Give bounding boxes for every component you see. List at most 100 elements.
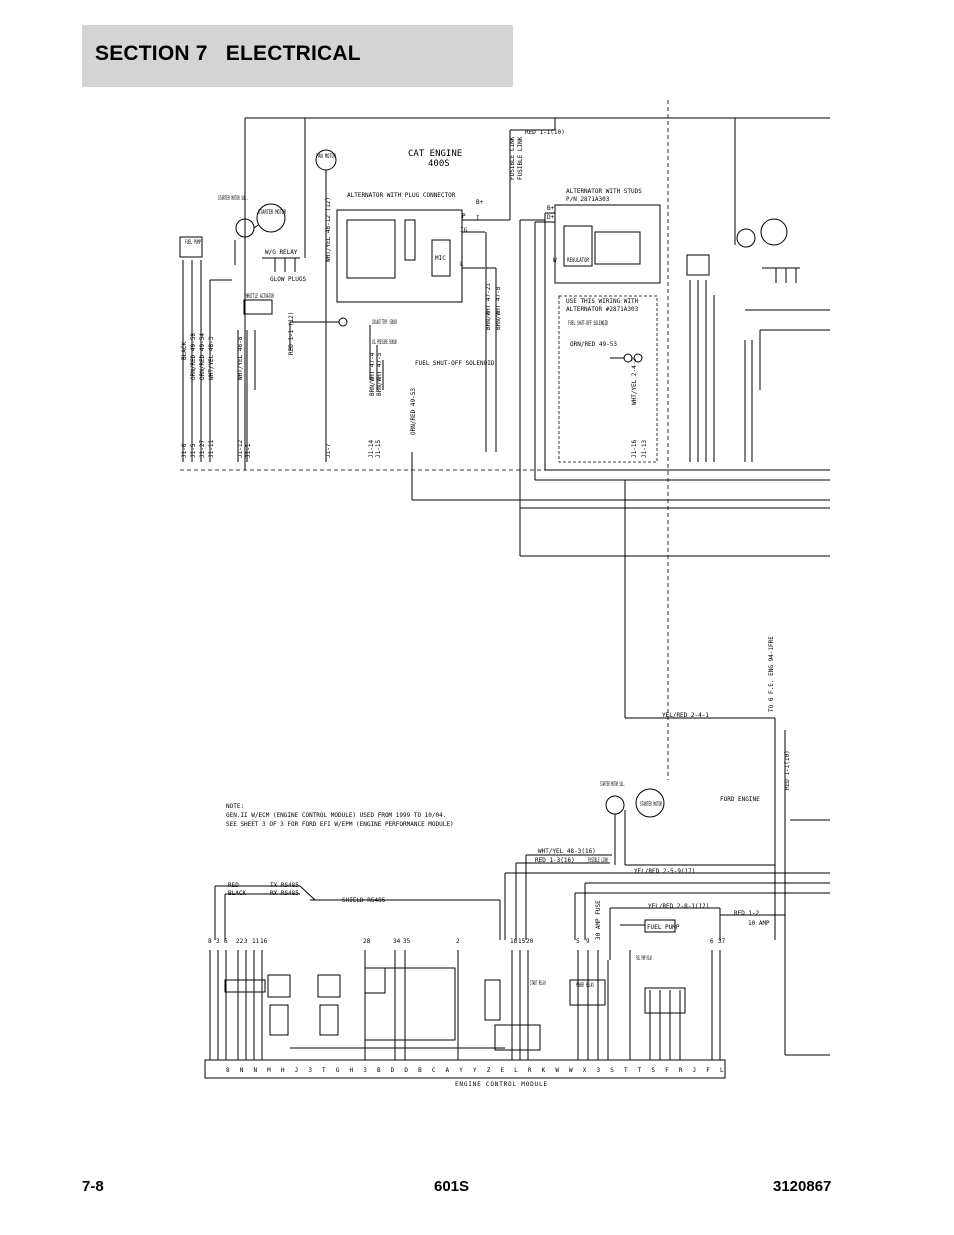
yel-red-17-label: YEL/RED 2-5-9(17) <box>634 868 695 875</box>
wire-brn-wht-47-5: BRN/WHT 47-5 <box>376 352 383 396</box>
regulator-label: REGULATOR <box>567 257 589 264</box>
ecm-bottom-pin: Y <box>459 1067 463 1074</box>
ecm-top-pin: 9 <box>586 938 590 945</box>
ecm-bottom-pin: C <box>432 1067 436 1074</box>
ecm-top-pin: 35 <box>403 938 411 945</box>
terminal-b-plus-studs: B+ <box>547 205 555 212</box>
efi-label: TO 6 F.E. ENG 94-1FRE <box>768 636 775 712</box>
oil-pressure-sensor-label: OIL PRESSURE SENSOR <box>372 339 397 346</box>
conn-j1-14: J1-14 <box>368 440 375 458</box>
ecm-bottom-pin: 8 <box>226 1067 230 1074</box>
ecm-bottom-pin: X <box>583 1067 587 1074</box>
alternator-plug-label: ALTERNATOR WITH PLUG CONNECTOR <box>347 192 456 199</box>
starter-motor-label: STARTER MOTOR <box>258 209 286 216</box>
ford-fuel-pump-label: FUEL PUMP <box>647 924 680 931</box>
ecm-bottom-pin: N <box>240 1067 244 1074</box>
page-number: 7-8 <box>82 1178 104 1195</box>
wire-black-label: BLACK <box>181 342 188 360</box>
ecm-bottom-pin: T <box>624 1067 628 1074</box>
ford-starter-sol-label: STARTER MOTOR SOL. <box>600 781 625 788</box>
start-relay-label: START RELAY <box>530 980 546 987</box>
yel-red-wire-label: YEL/RED 2-4-1 <box>662 712 709 719</box>
conn-j1-1: J1-1 <box>245 443 252 458</box>
section-header: SECTION 7 ELECTRICAL <box>82 25 513 87</box>
ecm-bottom-pin: W <box>569 1067 573 1074</box>
wire-orn-red-49-54: ORN/RED 49-54 <box>199 333 206 380</box>
ecm-top-pin: 2 <box>456 938 460 945</box>
glow-plugs-label: GLOW PLUGS <box>270 276 307 283</box>
rx-rs485-label: RX RS485 <box>270 890 299 897</box>
starter-motor-sol-label: STARTER MOTOR SOL. <box>218 195 248 202</box>
ecm-bottom-pin: D <box>404 1067 408 1074</box>
ecm-bottom-pin: J <box>693 1067 697 1074</box>
ecm-bottom-pin: Y <box>473 1067 477 1074</box>
ecm-bottom-pin: E <box>500 1067 504 1074</box>
wire-orn-red-49-58: ORN/RED 49-58 <box>190 333 197 380</box>
use-wiring-label-1: USE THIS WIRING WITH <box>566 298 639 305</box>
fusible-link-1: FUSIBLE LINK <box>509 136 516 180</box>
terminal-w: W <box>553 257 557 264</box>
conn-j1-16: J1-16 <box>631 440 638 458</box>
alternator-studs-label-1: ALTERNATOR WITH STUDS <box>566 188 642 195</box>
ecm-top-pin: 11 <box>252 938 260 945</box>
ecm-bottom-pin: 3 <box>597 1067 601 1074</box>
ecm-bottom-pin: L <box>514 1067 518 1074</box>
ecm-bottom-pin: H <box>350 1067 354 1074</box>
conn-j1-11: J1-11 <box>208 440 215 458</box>
ecm-bottom-pin: B <box>377 1067 381 1074</box>
ford-fusible-link: FUSIBLE LINK <box>588 857 608 864</box>
ecm-bottom-pin: K <box>542 1067 546 1074</box>
terminal-ig: IG <box>460 227 468 234</box>
wht-yel-48-3-16: WHT/YEL 48-3(16) <box>538 848 596 855</box>
ecm-top-pin: 37 <box>718 938 726 945</box>
fuse-30a-label: 30 AMP FUSE <box>595 900 602 940</box>
tx-rs485-label: TX RS485 <box>270 882 299 889</box>
note-title: NOTE: <box>226 803 244 810</box>
wire-wht-yel-48-3: WHT/YEL 48-3 <box>208 336 215 380</box>
glow-relay-label: W/G RELAY <box>265 249 298 256</box>
ecm-bottom-pin: M <box>267 1067 271 1074</box>
ecm-bottom-pin: W <box>555 1067 559 1074</box>
ecm-bottom-pin: D <box>391 1067 395 1074</box>
ecm-top-pin: 3 <box>216 938 220 945</box>
ecm-bottom-pin: S <box>651 1067 655 1074</box>
ecm-top-pin: 20 <box>526 938 534 945</box>
fusible-link-2: FUSIBLE LINK <box>517 136 524 180</box>
ford-engine-label: FORD ENGINE <box>720 796 760 803</box>
orn-red-wire-label: ORN/RED 49-53 <box>570 341 617 348</box>
coolant-temp-sensor-label: COOLANT TEMP. SENSOR <box>372 319 397 326</box>
ecm-bottom-pin: F <box>706 1067 710 1074</box>
ecm-bottom-pin: J <box>295 1067 299 1074</box>
conn-j1-7: J1-7 <box>325 443 332 458</box>
ecm-top-pin: 6 <box>710 938 714 945</box>
conn-j1-27: J1-27 <box>199 440 206 458</box>
ecm-bottom-pin: L <box>720 1067 724 1074</box>
fuse-10a-label: 10 AMP <box>748 920 770 927</box>
cat-engine-title: CAT ENGINE <box>408 149 462 159</box>
wire-orn-red-49-53: ORN/RED 49-53 <box>410 388 417 435</box>
wire-wht-yel-48-12: WHT/YEL 48-12 (12) <box>325 197 332 262</box>
wire-wht-yel-48-8: WHT/YEL 48-8 <box>237 336 244 380</box>
power-relay-label: POWER RELAY <box>576 982 594 989</box>
ecm-top-pin: 6 <box>224 938 228 945</box>
ecm-bottom-pin: T <box>638 1067 642 1074</box>
model-name: 601S <box>434 1178 470 1195</box>
ecm-bottom-pin: A <box>446 1067 450 1074</box>
note-line-2: SEE SHEET 3 OF 3 FOR FORD EFI W/EPM (ENG… <box>226 821 454 828</box>
red-1-2-label: RED 1-2 <box>734 910 760 917</box>
ecm-bottom-pin: G <box>336 1067 340 1074</box>
ecm-top-pin: 28 <box>363 938 371 945</box>
throttle-actuator-label: THROTTLE ACTUATOR <box>244 293 274 300</box>
ecm-top-pin: 15 <box>518 938 526 945</box>
terminal-i: I <box>476 215 480 222</box>
ecm-bottom-pin: Z <box>487 1067 491 1074</box>
conn-j1-13: J1-13 <box>641 440 648 458</box>
ecm-bottom-pin: T <box>322 1067 326 1074</box>
fuel-pump-label: FUEL PUMP <box>185 239 201 246</box>
mic-label: MIC <box>435 255 446 262</box>
fan-motor-label: FAN MOTOR <box>316 153 336 160</box>
fuel-shutoff-solenoid-studs: FUEL SHUT-OFF SOLENOID <box>568 320 608 327</box>
